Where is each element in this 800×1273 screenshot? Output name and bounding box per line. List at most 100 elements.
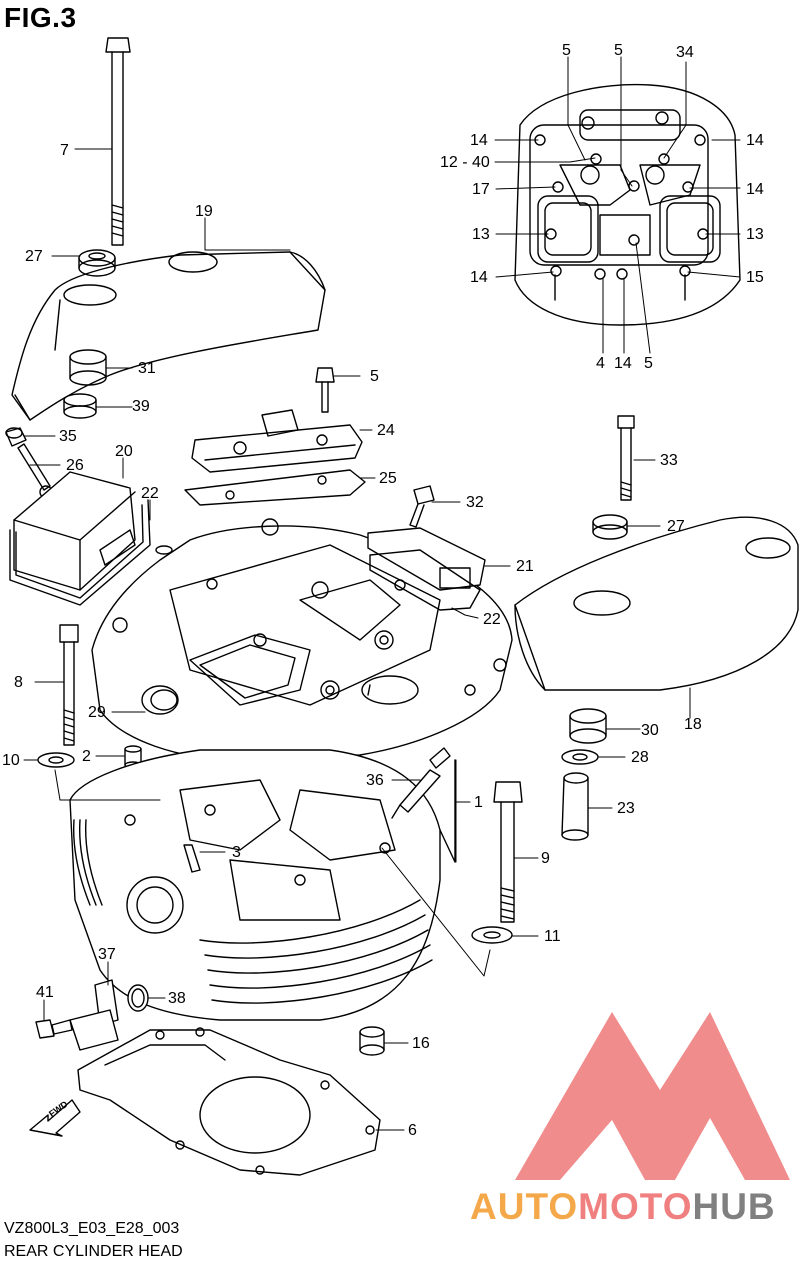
callout-c22b: 22 — [483, 611, 501, 628]
callout-c16: 16 — [412, 1035, 430, 1052]
part-35-bolt — [5, 427, 27, 447]
callout-i13a: 13 — [472, 226, 490, 243]
figure-title: FIG.3 — [4, 2, 77, 33]
callout-i13b: 13 — [746, 226, 764, 243]
callout-c28: 28 — [631, 749, 649, 766]
part-22-gasket-right — [369, 549, 481, 611]
callout-c1: 1 — [474, 794, 483, 811]
callout-i1240: 12 - 40 — [440, 154, 490, 171]
part-19-cover — [11, 251, 326, 421]
part-27-grommet-left — [78, 249, 116, 277]
callout-c8: 8 — [14, 674, 23, 691]
part-20-cover-left — [13, 471, 136, 591]
callout-c2: 2 — [82, 748, 91, 765]
callout-c41: 41 — [36, 984, 54, 1001]
part-7-bolt — [105, 37, 131, 246]
callout-i14b: 14 — [746, 132, 764, 149]
callout-c5a: 5 — [370, 368, 379, 385]
part-9-bolt — [493, 781, 523, 923]
callout-c18: 18 — [684, 716, 702, 733]
part-25-gasket — [184, 469, 366, 506]
callout-c27b: 27 — [667, 518, 685, 535]
callout-i4: 4 — [596, 355, 605, 372]
part-1-cylinder-head-lower — [69, 749, 456, 1021]
part-30-rubber — [569, 708, 607, 744]
callout-c23: 23 — [617, 800, 635, 817]
inset-head-top-view — [514, 83, 741, 326]
model-code: VZ800L3_E03_E28_003 — [4, 1220, 180, 1237]
callout-c3: 3 — [232, 844, 241, 861]
callout-c27a: 27 — [25, 248, 43, 265]
part-32-bolt — [409, 485, 435, 528]
callout-c38: 38 — [168, 990, 186, 1007]
part-3-stud — [183, 844, 201, 873]
callout-i15: 15 — [746, 269, 764, 286]
callout-c9: 9 — [541, 850, 550, 867]
part-18-cover-right — [514, 516, 799, 691]
section-name: REAR CYLINDER HEAD — [4, 1243, 183, 1260]
part-39-bush — [63, 393, 97, 419]
watermark-part-auto: AUTO — [470, 1186, 579, 1227]
callout-i17: 17 — [472, 181, 490, 198]
part-11-washer — [471, 926, 513, 944]
watermark-text: AUTOMOTOHUB — [470, 1186, 776, 1228]
part-31-rubber — [69, 349, 107, 386]
leader-1 — [455, 759, 471, 863]
callout-c22a: 22 — [141, 485, 159, 502]
callout-i14a: 14 — [470, 132, 488, 149]
callout-c10: 10 — [2, 752, 20, 769]
callout-c33: 33 — [660, 452, 678, 469]
callout-c6: 6 — [408, 1122, 417, 1139]
part-33-bolt — [617, 415, 635, 501]
callout-c32: 32 — [466, 494, 484, 511]
callout-c21: 21 — [516, 558, 534, 575]
part-16-dowel — [359, 1026, 385, 1056]
part-5-bolt — [315, 367, 335, 413]
callout-c25: 25 — [379, 470, 397, 487]
callout-i14e: 14 — [614, 355, 632, 372]
callout-i5a: 5 — [562, 42, 571, 59]
callout-c35: 35 — [59, 428, 77, 445]
callout-c36: 36 — [366, 772, 384, 789]
callout-i5b: 5 — [614, 42, 623, 59]
watermark-part-moto: MOTO — [578, 1186, 693, 1227]
part-26-bolt — [17, 443, 53, 499]
part-23-pipe — [561, 772, 589, 841]
part-41-bolt — [35, 1019, 73, 1039]
callout-c37: 37 — [98, 946, 116, 963]
callout-c24: 24 — [377, 422, 395, 439]
watermark-part-hub: HUB — [692, 1186, 776, 1227]
callout-c39: 39 — [132, 398, 150, 415]
part-10-washer — [37, 752, 75, 768]
assembly-arrows — [54, 769, 491, 977]
inset-leaders — [494, 56, 741, 354]
part-6-head-gasket — [77, 1027, 381, 1176]
callout-i14c: 14 — [746, 181, 764, 198]
fwd-arrow-icon — [29, 1099, 81, 1137]
callout-c26: 26 — [66, 457, 84, 474]
part-1-cylinder-head — [91, 518, 513, 761]
part-27-grommet-right — [592, 514, 628, 540]
leader-19 — [204, 217, 291, 251]
callout-c30: 30 — [641, 722, 659, 739]
part-22-gasket-left — [9, 499, 151, 606]
part-38-o-ring — [127, 984, 149, 1012]
watermark-logo-icon — [515, 1012, 790, 1180]
callout-c11: 11 — [544, 928, 561, 945]
callout-c29: 29 — [88, 704, 106, 721]
callout-c19: 19 — [195, 203, 213, 220]
part-8-bolt — [59, 624, 79, 746]
callout-c7: 7 — [60, 142, 69, 159]
part-36-spark-plug — [391, 747, 451, 819]
callout-c31: 31 — [138, 360, 156, 377]
part-37-union — [69, 979, 119, 1051]
callout-i34: 34 — [676, 44, 694, 61]
part-29-cap — [141, 685, 179, 715]
part-28-washer — [561, 749, 599, 765]
callout-c20: 20 — [115, 443, 133, 460]
part-24-holder — [191, 409, 363, 473]
callout-i14d: 14 — [470, 269, 488, 286]
callout-i5c: 5 — [644, 355, 653, 372]
